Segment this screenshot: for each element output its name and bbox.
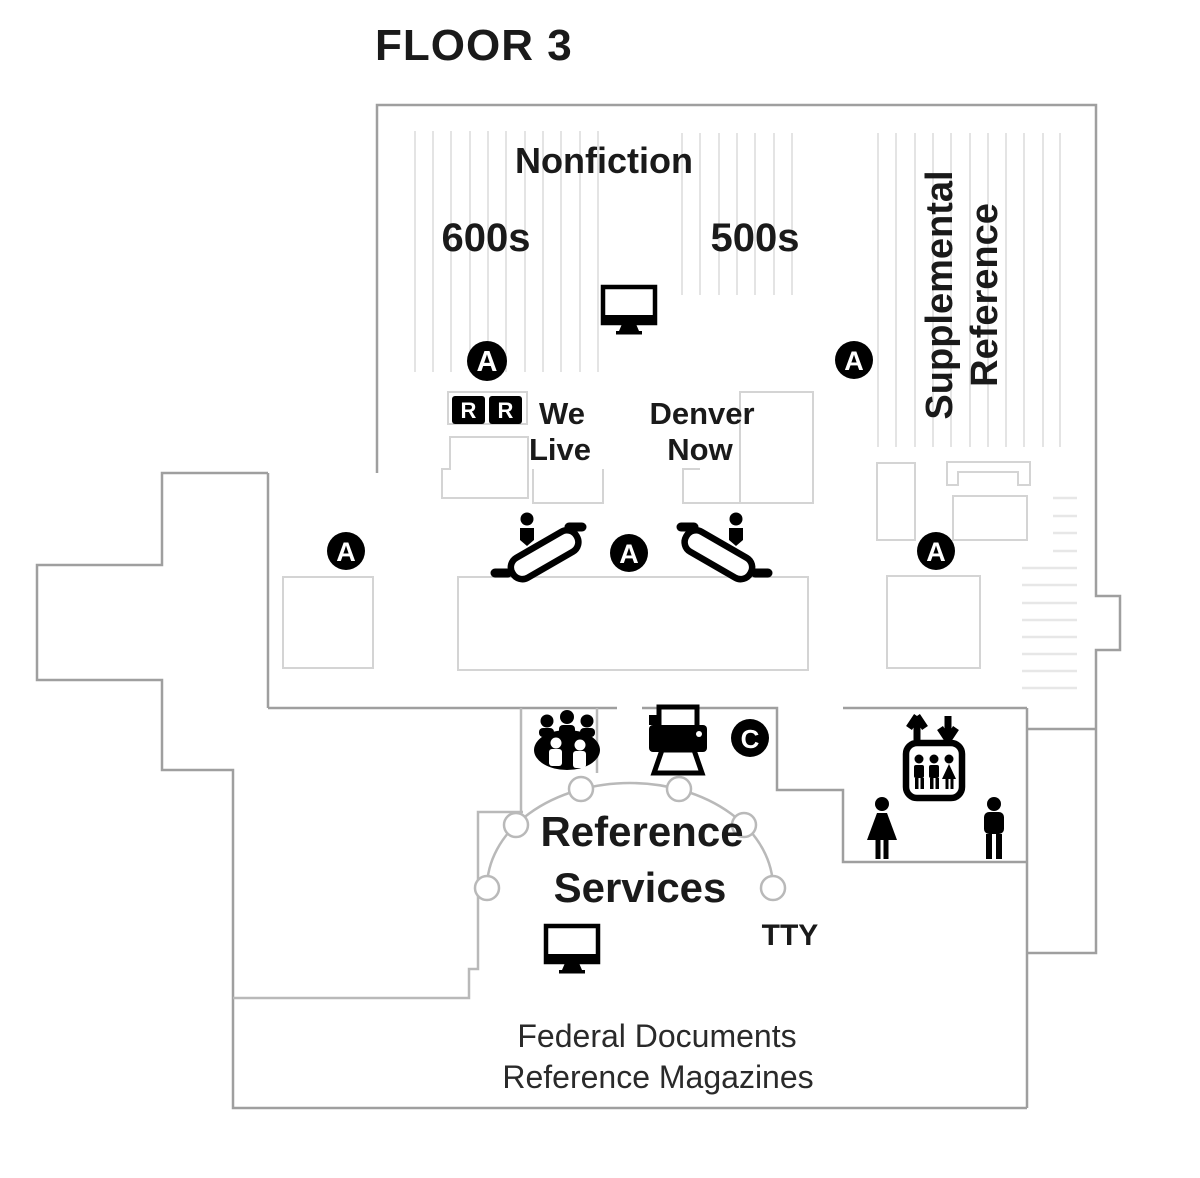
computer-icon <box>600 284 658 335</box>
svg-text:Services: Services <box>554 864 727 911</box>
svg-text:Supplemental: Supplemental <box>919 170 961 419</box>
svg-text:Reference: Reference <box>540 808 743 855</box>
accessibility-badge: A <box>835 341 873 379</box>
denver-now-label: Denver Now <box>649 396 754 467</box>
escalator-up-icon <box>490 512 587 583</box>
section-600s-label: 600s <box>442 216 531 260</box>
svg-text:C: C <box>741 724 760 754</box>
svg-text:Reference Magazines: Reference Magazines <box>502 1059 813 1095</box>
womens-restroom-icon <box>867 797 897 859</box>
meeting-area-icon <box>534 710 600 770</box>
accessibility-badge: A <box>917 532 955 570</box>
computer-icon <box>543 923 601 974</box>
svg-text:Now: Now <box>667 432 733 467</box>
printer-copier-icon <box>649 704 707 776</box>
stacks-600s <box>414 131 599 372</box>
federal-documents-label: Federal Documents Reference Magazines <box>502 1018 813 1095</box>
elevator-icon <box>902 714 966 802</box>
svg-text:A: A <box>844 346 864 376</box>
accessibility-badge: A <box>467 341 507 381</box>
reference-desk <box>473 775 787 902</box>
stacks-supplemental-reference <box>877 133 1061 447</box>
we-live-label: We Live <box>529 396 591 467</box>
svg-text:A: A <box>619 539 639 569</box>
interior-rooms <box>282 391 1031 671</box>
svg-text:Reference: Reference <box>964 203 1006 387</box>
svg-text:Live: Live <box>529 432 591 467</box>
accessibility-badge: A <box>327 532 365 570</box>
svg-text:R: R <box>461 398 477 423</box>
accessibility-badge: A <box>610 534 648 572</box>
escalator-down-icon <box>676 512 773 583</box>
walls <box>35 103 1122 1110</box>
shelf-ticks-right <box>1022 496 1077 690</box>
svg-text:A: A <box>926 537 946 567</box>
svg-text:Federal Documents: Federal Documents <box>517 1018 796 1054</box>
supplemental-reference-label: Supplemental Reference <box>919 170 1006 419</box>
svg-text:Denver: Denver <box>649 396 754 431</box>
tty-label: TTY <box>762 919 819 952</box>
stacks-500s <box>681 133 793 295</box>
copier-badge: C <box>731 719 769 757</box>
svg-text:A: A <box>477 346 498 378</box>
reference-services-label: Reference Services <box>540 808 743 911</box>
svg-text:R: R <box>498 398 514 423</box>
svg-text:A: A <box>336 537 356 567</box>
page-title: FLOOR 3 <box>375 21 573 70</box>
nonfiction-label: Nonfiction <box>515 140 693 181</box>
svg-text:We: We <box>539 396 585 431</box>
restroom-badge-pair: R R <box>452 396 522 424</box>
section-500s-label: 500s <box>711 216 800 260</box>
mens-restroom-icon <box>984 797 1004 859</box>
